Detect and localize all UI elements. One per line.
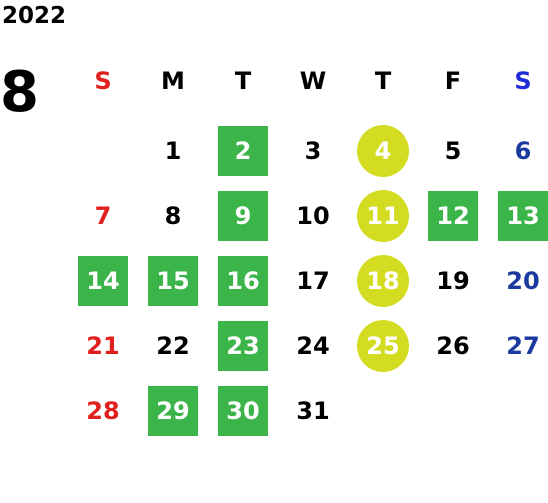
day-cell[interactable]: 28: [68, 378, 138, 443]
day-number: 24: [296, 331, 330, 360]
day-number: 31: [296, 396, 330, 425]
day-cell[interactable]: 21: [68, 313, 138, 378]
weekday-label: T: [374, 66, 392, 95]
day-number: 16: [226, 266, 260, 295]
weekday-header: T: [208, 48, 278, 113]
square-marker: [148, 255, 198, 306]
square-marker: [218, 385, 268, 436]
square-marker: [78, 255, 128, 306]
square-marker: [218, 320, 268, 371]
day-number: 28: [86, 396, 120, 425]
day-number: 19: [436, 266, 470, 295]
weekday-label: S: [514, 66, 532, 95]
weekday-header: S: [488, 48, 548, 113]
circle-marker: [357, 254, 409, 307]
weekday-header: M: [138, 48, 208, 113]
weekday-label: S: [94, 66, 112, 95]
day-cell[interactable]: 17: [278, 248, 348, 313]
weekday-label: F: [444, 66, 462, 95]
day-cell[interactable]: 11: [348, 183, 418, 248]
day-cell[interactable]: 20: [488, 248, 548, 313]
day-number: 27: [506, 331, 540, 360]
weekday-header: S: [68, 48, 138, 113]
day-cell[interactable]: 23: [208, 313, 278, 378]
square-marker: [148, 385, 198, 436]
day-number: 30: [226, 396, 260, 425]
day-cell[interactable]: 30: [208, 378, 278, 443]
day-cell[interactable]: 10: [278, 183, 348, 248]
day-number: 29: [156, 396, 190, 425]
day-cell[interactable]: 9: [208, 183, 278, 248]
weekday-label: T: [234, 66, 252, 95]
day-number: 7: [94, 201, 112, 230]
day-cell[interactable]: 27: [488, 313, 548, 378]
square-marker: [218, 255, 268, 306]
square-marker: [218, 190, 268, 241]
day-number: 18: [366, 266, 400, 295]
day-cell[interactable]: 26: [418, 313, 488, 378]
square-marker: [218, 125, 268, 176]
weekday-header: W: [278, 48, 348, 113]
day-number: 17: [296, 266, 330, 295]
day-cell[interactable]: 2: [208, 118, 278, 183]
day-cell[interactable]: 13: [488, 183, 548, 248]
day-cell[interactable]: 7: [68, 183, 138, 248]
day-cell[interactable]: 1: [138, 118, 208, 183]
day-number: 1: [164, 136, 182, 165]
day-cell[interactable]: 31: [278, 378, 348, 443]
day-number: 2: [234, 136, 252, 165]
day-cell[interactable]: 16: [208, 248, 278, 313]
calendar-month: 8: [0, 60, 39, 125]
day-number: 23: [226, 331, 260, 360]
day-cell[interactable]: 22: [138, 313, 208, 378]
square-marker: [428, 190, 478, 241]
day-number: 20: [506, 266, 540, 295]
circle-marker: [357, 189, 409, 242]
weekday-header: F: [418, 48, 488, 113]
circle-marker: [357, 124, 409, 177]
day-number: 5: [444, 136, 462, 165]
day-number: 15: [156, 266, 190, 295]
day-number: 13: [506, 201, 540, 230]
weekday-header: T: [348, 48, 418, 113]
day-cell[interactable]: 19: [418, 248, 488, 313]
day-cell[interactable]: 15: [138, 248, 208, 313]
circle-marker: [357, 319, 409, 372]
day-number: 10: [296, 201, 330, 230]
day-cell[interactable]: 8: [138, 183, 208, 248]
day-number: 8: [164, 201, 182, 230]
calendar-year: 2022: [2, 3, 67, 29]
day-cell[interactable]: 29: [138, 378, 208, 443]
weekday-label: W: [299, 66, 327, 95]
day-cell[interactable]: 14: [68, 248, 138, 313]
day-number: 21: [86, 331, 120, 360]
day-cell[interactable]: 18: [348, 248, 418, 313]
day-number: 11: [366, 201, 400, 230]
day-number: 12: [436, 201, 470, 230]
day-number: 6: [514, 136, 532, 165]
day-cell[interactable]: 4: [348, 118, 418, 183]
day-cell[interactable]: 24: [278, 313, 348, 378]
day-number: 22: [156, 331, 190, 360]
day-number: 9: [234, 201, 252, 230]
day-cell[interactable]: 5: [418, 118, 488, 183]
weekday-label: M: [161, 66, 185, 95]
day-cell[interactable]: 6: [488, 118, 548, 183]
day-number: 4: [374, 136, 392, 165]
day-number: 26: [436, 331, 470, 360]
day-cell[interactable]: 3: [278, 118, 348, 183]
day-number: 3: [304, 136, 322, 165]
square-marker: [498, 190, 548, 241]
day-cell[interactable]: 25: [348, 313, 418, 378]
day-cell[interactable]: 12: [418, 183, 488, 248]
day-number: 25: [366, 331, 400, 360]
day-number: 14: [86, 266, 120, 295]
